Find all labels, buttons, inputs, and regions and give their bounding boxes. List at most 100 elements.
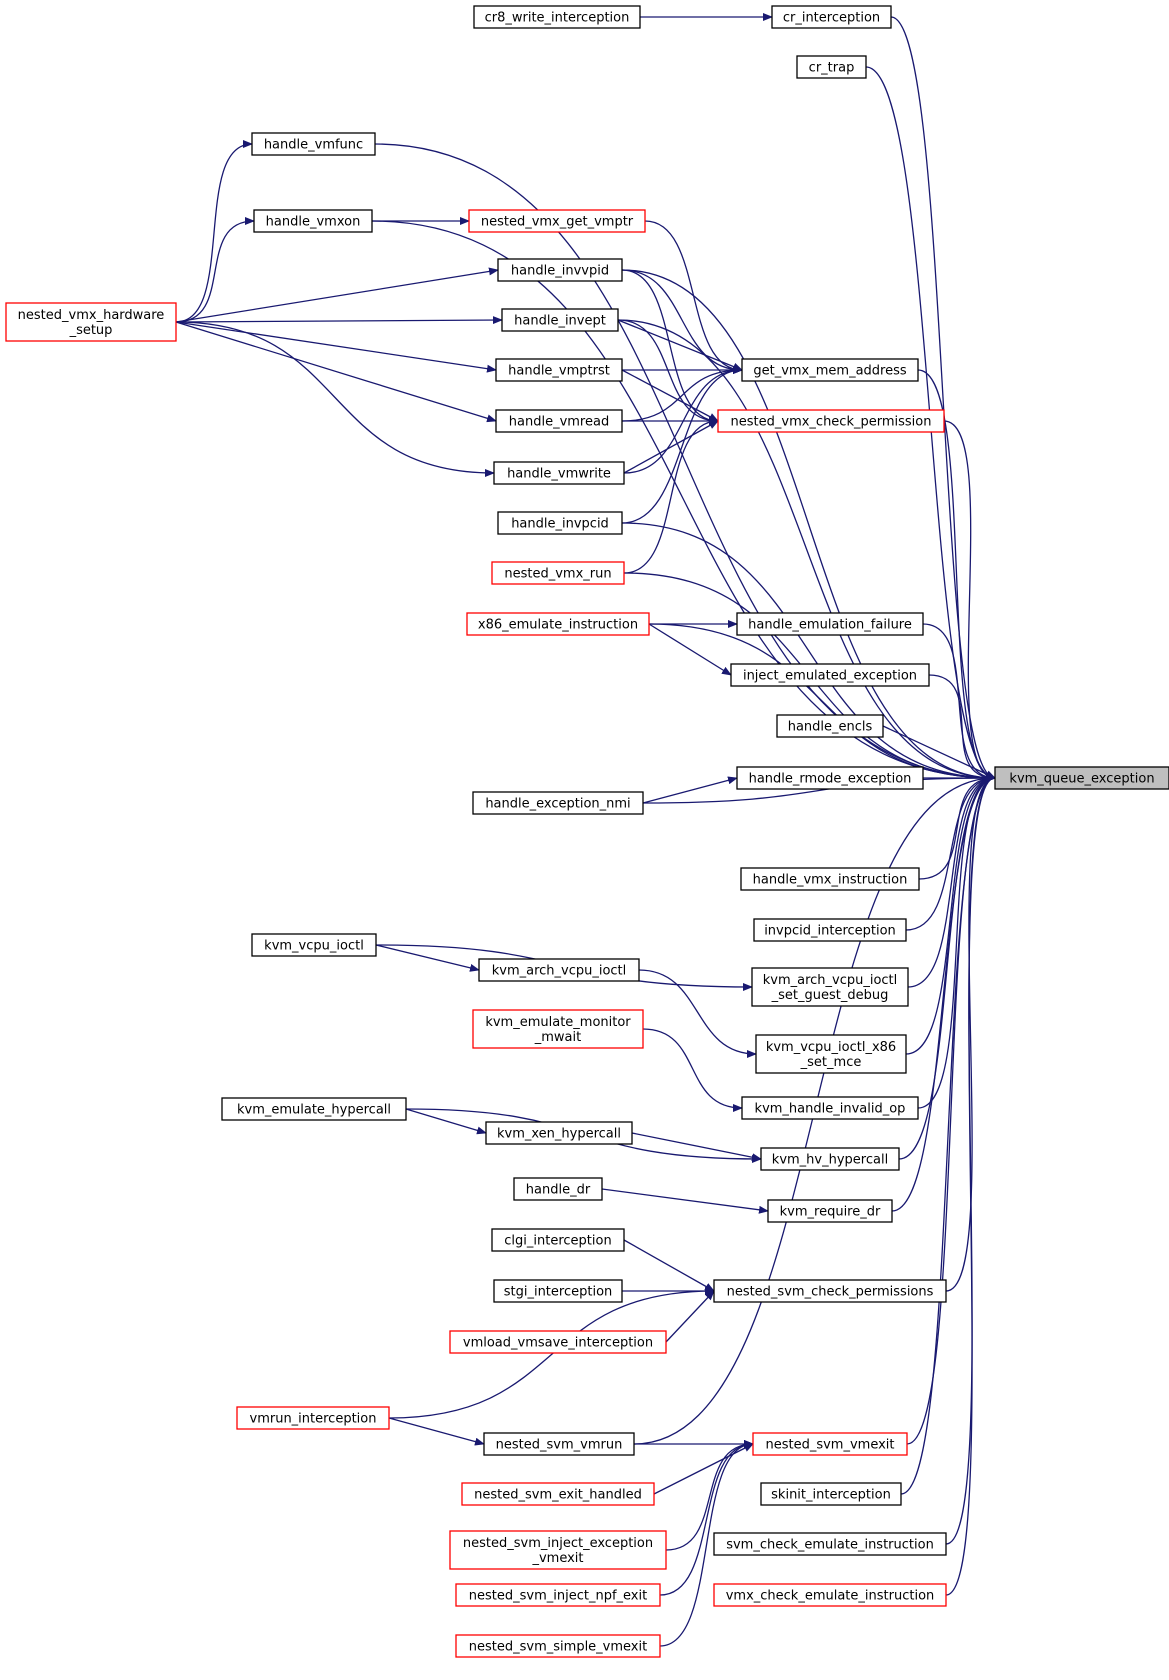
node-box xyxy=(760,1147,900,1171)
node-nested-vmx-run[interactable]: nested_vmx_run xyxy=(491,561,625,585)
node-vmrun-interception[interactable]: vmrun_interception xyxy=(236,1406,390,1430)
node-label: kvm_queue_exception xyxy=(1009,772,1154,787)
node-box xyxy=(5,302,177,342)
node-box xyxy=(751,967,909,1007)
call-edge xyxy=(175,321,497,423)
call-edge xyxy=(648,623,996,782)
node-stgi-interception[interactable]: stgi_interception xyxy=(493,1279,623,1303)
call-edge xyxy=(175,321,495,477)
node-handle-rmode-exception[interactable]: handle_rmode_exception xyxy=(736,766,924,790)
node-nested-vmx-check-permission[interactable]: nested_vmx_check_permission xyxy=(717,409,945,433)
node-kvm-arch-vcpu-ioctl[interactable]: kvm_arch_vcpu_ioctl xyxy=(478,958,640,982)
node-kvm-emulate-hypercall[interactable]: kvm_emulate_hypercall xyxy=(221,1097,407,1121)
node-nested-svm-vmexit[interactable]: nested_svm_vmexit xyxy=(752,1432,908,1456)
node-handle-vmxon[interactable]: handle_vmxon xyxy=(253,209,373,233)
node-kvm-queue-exception[interactable]: kvm_queue_exception xyxy=(994,766,1169,790)
node-handle-vmwrite[interactable]: handle_vmwrite xyxy=(493,461,625,485)
node-nested-vmx-hardware-setup[interactable]: nested_vmx_hardware_setup xyxy=(5,302,177,342)
node-svm-check-emulate-instruction[interactable]: svm_check_emulate_instruction xyxy=(713,1532,947,1556)
node-label: handle_vmwrite xyxy=(507,467,611,482)
node-x86-emulate-instruction[interactable]: x86_emulate_instruction xyxy=(466,612,650,636)
call-edge xyxy=(371,220,996,782)
node-handle-invpcid[interactable]: handle_invpcid xyxy=(497,511,623,535)
node-vmx-check-emulate-instruction[interactable]: vmx_check_emulate_instruction xyxy=(713,1583,947,1607)
call-edge xyxy=(623,366,743,474)
node-kvm-vcpu-ioctl-x86-set-mce[interactable]: kvm_vcpu_ioctl_x86_set_mce xyxy=(755,1034,907,1074)
node-label: handle_dr xyxy=(526,1183,591,1198)
node-get-vmx-mem-address[interactable]: get_vmx_mem_address xyxy=(741,358,919,382)
node-label: vmrun_interception xyxy=(250,1412,377,1427)
node-inject-emulated-exception[interactable]: inject_emulated_exception xyxy=(730,663,930,687)
call-edge xyxy=(601,1188,769,1214)
node-handle-exception-nmi[interactable]: handle_exception_nmi xyxy=(472,791,644,815)
node-kvm-hv-hypercall[interactable]: kvm_hv_hypercall xyxy=(760,1147,900,1171)
node-box xyxy=(466,612,650,636)
node-nested-svm-simple-vmexit[interactable]: nested_svm_simple_vmexit xyxy=(455,1634,661,1658)
call-edge xyxy=(905,774,996,1055)
node-nested-vmx-get-vmptr[interactable]: nested_vmx_get_vmptr xyxy=(468,209,646,233)
node-box xyxy=(221,1097,407,1121)
node-kvm-emulate-monitor-mwait[interactable]: kvm_emulate_monitor_mwait xyxy=(472,1009,644,1049)
node-handle-vmptrst[interactable]: handle_vmptrst xyxy=(495,358,623,382)
node-box xyxy=(497,258,623,282)
node-vmload-vmsave-interception[interactable]: vmload_vmsave_interception xyxy=(449,1330,667,1354)
node-label: inject_emulated_exception xyxy=(743,669,917,684)
node-handle-vmread[interactable]: handle_vmread xyxy=(495,409,623,433)
node-handle-emulation-failure[interactable]: handle_emulation_failure xyxy=(736,612,924,636)
node-box xyxy=(741,1096,919,1120)
node-kvm-require-dr[interactable]: kvm_require_dr xyxy=(767,1199,893,1223)
node-box xyxy=(236,1406,390,1430)
node-box xyxy=(776,714,884,738)
node-nested-svm-inject-exception-vmexit[interactable]: nested_svm_inject_exception_vmexit xyxy=(449,1530,667,1570)
call-edge xyxy=(891,774,996,1212)
call-edge xyxy=(405,1108,487,1135)
node-label: handle_vmfunc xyxy=(264,138,363,153)
call-edge xyxy=(388,1417,485,1446)
node-box xyxy=(752,1432,908,1456)
node-kvm-handle-invalid-op[interactable]: kvm_handle_invalid_op xyxy=(741,1096,919,1120)
node-label: nested_svm_inject_npf_exit xyxy=(469,1589,647,1604)
call-edge xyxy=(638,969,757,1058)
node-handle-dr[interactable]: handle_dr xyxy=(513,1177,603,1201)
node-label: handle_exception_nmi xyxy=(485,797,630,812)
node-label: _setup xyxy=(69,323,113,338)
node-box xyxy=(497,511,623,535)
node-box xyxy=(741,358,919,382)
node-cr8-write-interception[interactable]: cr8_write_interception xyxy=(473,5,641,29)
node-kvm-xen-hypercall[interactable]: kvm_xen_hypercall xyxy=(485,1121,633,1145)
node-cr-trap[interactable]: cr_trap xyxy=(796,55,867,79)
node-label: kvm_vcpu_ioctl xyxy=(264,939,364,954)
node-handle-invvpid[interactable]: handle_invvpid xyxy=(497,258,623,282)
call-edge xyxy=(906,774,996,1445)
node-clgi-interception[interactable]: clgi_interception xyxy=(491,1228,625,1252)
call-edge xyxy=(907,774,996,988)
node-nested-svm-vmrun[interactable]: nested_svm_vmrun xyxy=(483,1432,635,1456)
node-label: nested_vmx_run xyxy=(504,567,611,582)
node-skinit-interception[interactable]: skinit_interception xyxy=(760,1482,902,1506)
node-handle-vmfunc[interactable]: handle_vmfunc xyxy=(251,132,376,156)
node-box xyxy=(755,1034,907,1074)
node-label: handle_invvpid xyxy=(511,264,609,279)
node-label: kvm_arch_vcpu_ioctl xyxy=(492,964,627,979)
node-box xyxy=(736,612,924,636)
node-cr-interception[interactable]: cr_interception xyxy=(771,5,892,29)
node-box xyxy=(491,561,625,585)
node-nested-svm-inject-npf-exit[interactable]: nested_svm_inject_npf_exit xyxy=(455,1583,661,1607)
node-handle-invept[interactable]: handle_invept xyxy=(501,308,619,332)
node-nested-svm-check-permissions[interactable]: nested_svm_check_permissions xyxy=(713,1279,947,1303)
node-label: x86_emulate_instruction xyxy=(478,618,638,633)
node-box xyxy=(485,1121,633,1145)
node-box xyxy=(493,1279,623,1303)
node-box xyxy=(478,958,640,982)
node-invpcid-interception[interactable]: invpcid_interception xyxy=(753,918,907,942)
node-kvm-vcpu-ioctl[interactable]: kvm_vcpu_ioctl xyxy=(251,933,377,957)
node-box xyxy=(994,766,1169,790)
node-label: handle_rmode_exception xyxy=(749,772,912,787)
call-edge xyxy=(918,774,996,880)
node-nested-svm-exit-handled[interactable]: nested_svm_exit_handled xyxy=(461,1482,655,1506)
node-handle-vmx-instruction[interactable]: handle_vmx_instruction xyxy=(740,867,920,891)
node-label: handle_invept xyxy=(514,314,606,329)
node-kvm-arch-vcpu-ioctl-set-guest-debug[interactable]: kvm_arch_vcpu_ioctl_set_guest_debug xyxy=(751,967,909,1007)
node-label: handle_vmxon xyxy=(266,215,361,230)
node-handle-encls[interactable]: handle_encls xyxy=(776,714,884,738)
